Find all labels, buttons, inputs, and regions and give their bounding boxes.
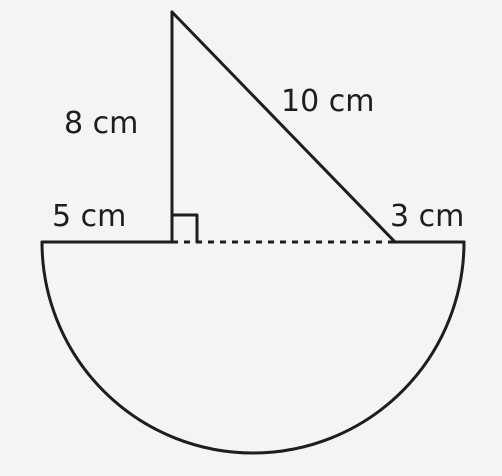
triangle-hypotenuse: [170, 10, 397, 244]
height-label: 8 cm: [64, 106, 138, 141]
hypotenuse-label: 10 cm: [281, 84, 374, 119]
right-angle-marker: [170, 213, 199, 244]
right-segment-label: 3 cm: [390, 199, 464, 234]
semicircle-arc: [40, 240, 466, 455]
left-segment-label: 5 cm: [52, 199, 126, 234]
